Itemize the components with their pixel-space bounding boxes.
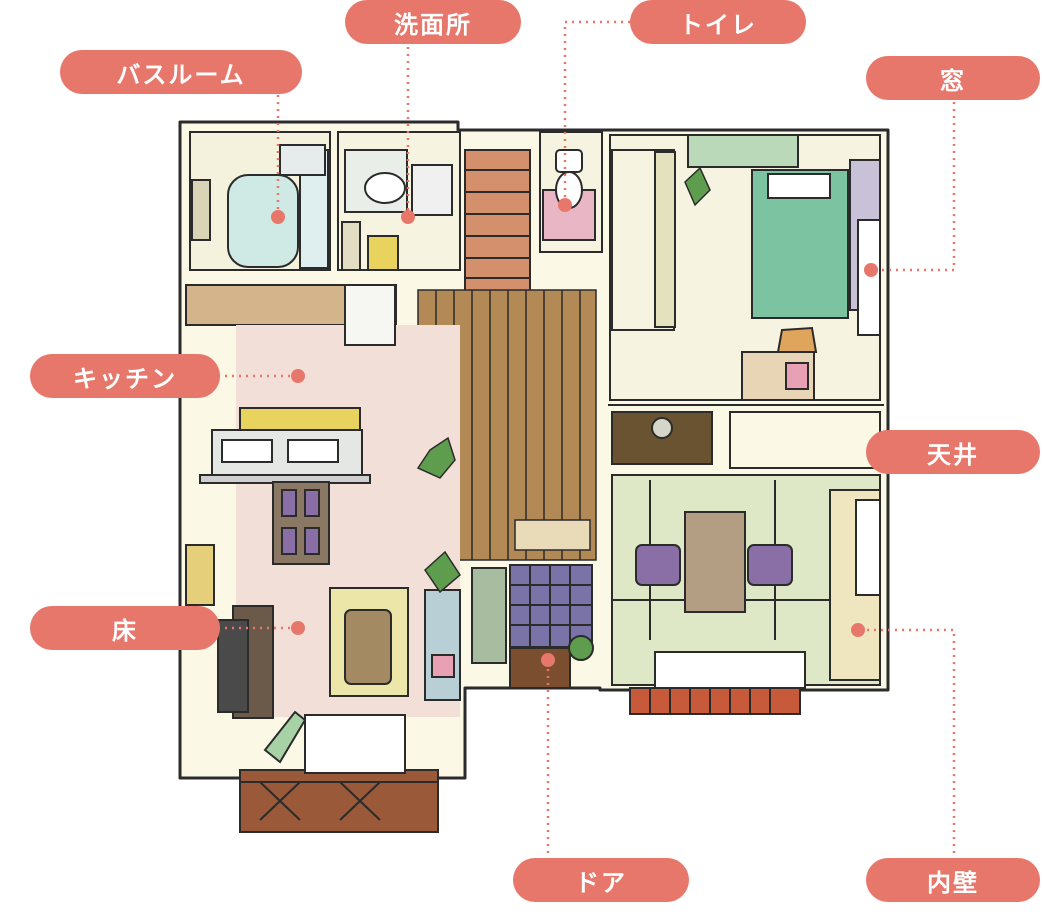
label-washroom-text: 洗面所 (394, 10, 472, 39)
label-ceiling-text: 天井 (927, 440, 979, 469)
plants (416, 166, 711, 594)
label-floor: 床 (30, 606, 220, 650)
bedroom-room (609, 134, 881, 401)
living-window (263, 710, 406, 774)
bathroom-room (189, 131, 331, 271)
label-window-text: 窓 (940, 66, 966, 95)
label-ceiling: 天井 (866, 430, 1040, 474)
tatami-room (611, 474, 881, 689)
label-inner-wall: 内壁 (866, 858, 1040, 902)
label-window: 窓 (866, 56, 1040, 100)
label-floor-text: 床 (112, 616, 138, 645)
label-toilet: トイレ (630, 0, 806, 44)
label-bathroom: バスルーム (60, 50, 302, 94)
staircase (464, 149, 531, 296)
wooden-deck-left (239, 769, 439, 833)
label-door: ドア (513, 858, 689, 902)
label-washroom: 洗面所 (345, 0, 521, 44)
label-toilet-text: トイレ (679, 10, 757, 39)
label-door-text: ドア (575, 868, 627, 897)
toilet-room (539, 131, 603, 253)
label-kitchen-text: キッチン (73, 364, 177, 393)
closet-ceiling-area (608, 404, 884, 469)
washroom-room (337, 131, 461, 271)
label-kitchen: キッチン (30, 354, 220, 398)
leader-dots (271, 198, 878, 667)
label-inner-wall-text: 内壁 (927, 868, 979, 897)
entrance-area (471, 564, 594, 689)
kitchen-living-room (185, 284, 461, 719)
label-bathroom-text: バスルーム (116, 60, 246, 89)
leader-lines (218, 20, 956, 860)
wooden-deck-right (629, 687, 801, 715)
